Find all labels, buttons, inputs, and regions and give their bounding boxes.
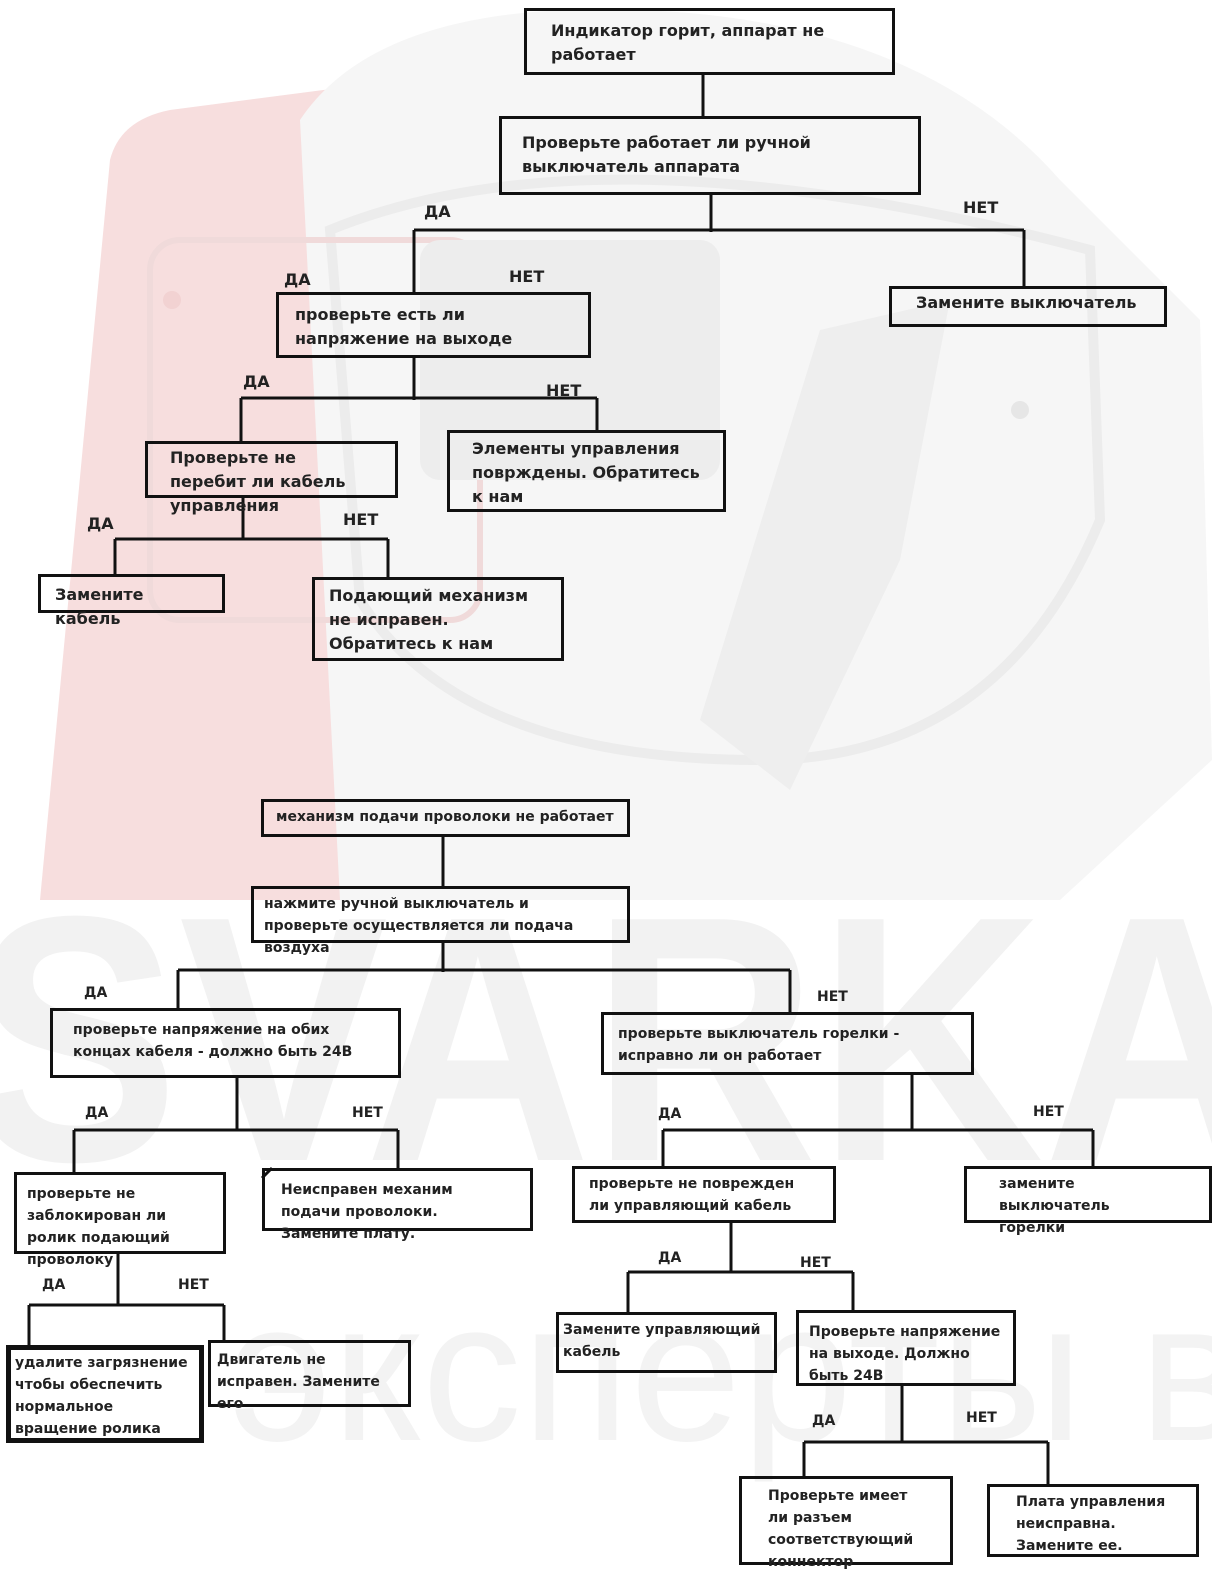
box-feeder-board-faulty: Неисправен механим подачи проволоки. Зам…: [262, 1168, 533, 1242]
box-check-connector: Проверьте имеет ли разъем соответствующи…: [739, 1476, 953, 1570]
box-control-board-faulty: Плата управления неисправна. Замените ее…: [987, 1484, 1199, 1557]
box-replace-control-cable: Замените управляющий кабель: [556, 1312, 777, 1373]
label-no: НЕТ: [817, 989, 848, 1005]
label-yes: ДА: [85, 1105, 109, 1121]
box-feeder-faulty: Подающий механизм не исправен. Обратитес…: [312, 577, 564, 661]
box-check-cable-ends-24v: проверьте напряжение на обих концах кабе…: [50, 1008, 401, 1078]
label-yes: ДА: [42, 1277, 66, 1293]
label-no: НЕТ: [343, 510, 379, 529]
label-no: НЕТ: [178, 1277, 209, 1293]
box-check-control-cable: Проверьте не перебит ли кабель управлени…: [145, 441, 398, 515]
label-no: НЕТ: [509, 267, 545, 286]
label-yes: ДА: [812, 1413, 836, 1429]
box-motor-faulty: Двигатель не исправен. Замените его: [208, 1340, 411, 1412]
box-check-torch-switch: проверьте выключатель горелки - исправно…: [601, 1012, 974, 1075]
box-check-output-24v: Проверьте напряжение на выходе. Должно б…: [796, 1310, 1016, 1386]
box-check-output-voltage: проверьте есть ли напряжение на выходе: [276, 292, 591, 358]
label-no: НЕТ: [966, 1410, 997, 1426]
box-replace-torch-switch: замените выключатель горелки: [964, 1166, 1212, 1236]
label-yes: ДА: [658, 1106, 682, 1122]
label-yes: ДА: [284, 270, 311, 289]
label-no: НЕТ: [352, 1105, 383, 1121]
box-press-switch-check-air: нажмите ручной выключатель и проверьте о…: [251, 886, 630, 956]
label-no: НЕТ: [546, 381, 582, 400]
box-check-control-cable-damage: проверьте не поврежден ли управляющий ка…: [572, 1166, 836, 1223]
box-replace-switch: Замените выключатель: [889, 286, 1167, 327]
box-check-roller-blocked: проверьте не заблокирован ли ролик подаю…: [14, 1172, 226, 1268]
label-no: НЕТ: [800, 1255, 831, 1271]
label-yes: ДА: [424, 202, 451, 221]
box-controls-damaged: Элементы управления поврждены. Обратитес…: [447, 430, 726, 512]
box-indicator-on: Индикатор горит, аппарат не работает: [524, 8, 895, 75]
label-no: НЕТ: [963, 198, 999, 217]
watermark-logo-text: SVARKA: [0, 844, 1212, 1235]
label-no: НЕТ: [1033, 1104, 1064, 1120]
label-yes: ДА: [84, 985, 108, 1001]
label-yes: ДА: [87, 514, 114, 533]
box-wire-feeder-not-working: механизм подачи проволоки не работает: [261, 799, 630, 837]
label-yes: ДА: [658, 1250, 682, 1266]
box-replace-cable: Замените кабель: [38, 574, 225, 628]
welder-helmet-icon: [40, 9, 1212, 900]
box-remove-dirt: удалите загрязнение чтобы обеспечить нор…: [6, 1345, 204, 1443]
label-yes: ДА: [243, 372, 270, 391]
box-check-manual-switch: Проверьте работает ли ручной выключатель…: [499, 116, 921, 195]
